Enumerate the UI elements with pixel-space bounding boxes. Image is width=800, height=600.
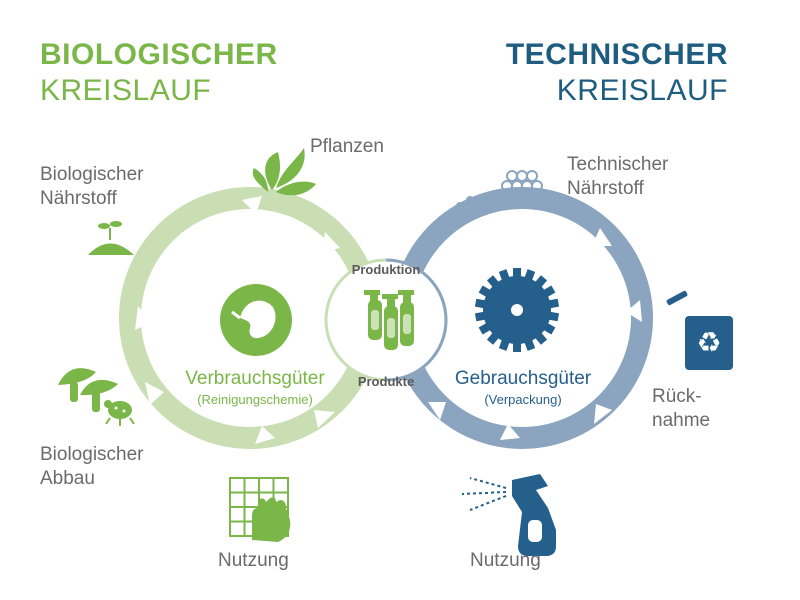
gear-tooth bbox=[486, 330, 501, 345]
beetle-icon bbox=[104, 400, 135, 426]
granules-icon bbox=[456, 170, 548, 210]
gear-tooth bbox=[540, 321, 556, 335]
bio-decomposition-label: Biologischer Abbau bbox=[40, 443, 144, 491]
gear-icon bbox=[474, 268, 560, 352]
gear-tooth bbox=[478, 285, 494, 299]
bio-title-line1: BIOLOGISCHER bbox=[40, 38, 278, 71]
tech-nutrient-line1: Technischer bbox=[567, 154, 669, 175]
bio-nutrient-line1: Biologischer bbox=[40, 164, 144, 185]
tech-nutrient-line2: Nährstoff bbox=[567, 178, 644, 199]
gear-tooth bbox=[498, 269, 511, 284]
bio-decomposition-line1: Biologischer bbox=[40, 444, 144, 465]
plants-label: Pflanzen bbox=[310, 136, 384, 157]
consumables-main: Verbrauchsgüter bbox=[185, 368, 325, 389]
consumables-sub: (Reinigungschemie) bbox=[197, 392, 313, 407]
gear-tooth bbox=[486, 275, 501, 290]
recycle-bin-icon: ♻ bbox=[666, 290, 733, 370]
leaf-circle-icon bbox=[220, 284, 292, 356]
hand-wipe-tiles-icon bbox=[229, 477, 291, 542]
mushroom-icon bbox=[58, 368, 118, 412]
gear-tooth bbox=[523, 336, 536, 351]
durables-main: Gebrauchsgüter bbox=[454, 368, 592, 389]
bio-nutrient-label: Biologischer Nährstoff bbox=[40, 163, 144, 211]
bio-nutrient-line2: Nährstoff bbox=[40, 188, 117, 209]
gear-tooth bbox=[513, 268, 521, 280]
bio-title-line2: KREISLAUF bbox=[40, 74, 212, 107]
products-label: Produkte bbox=[357, 374, 415, 389]
soil-sprout-icon bbox=[88, 221, 134, 255]
gear-tooth bbox=[474, 311, 489, 322]
durables-label: Gebrauchsgüter (Verpackung) bbox=[428, 368, 618, 407]
consumables-label: Verbrauchsgüter (Reinigungschemie) bbox=[160, 368, 350, 407]
tech-usage-label: Nutzung bbox=[470, 550, 541, 571]
spray-bottles-icon bbox=[364, 290, 414, 350]
gear-tooth bbox=[523, 269, 536, 284]
durables-sub: (Verpackung) bbox=[484, 392, 562, 407]
take-back-label: Rück- nahme bbox=[652, 385, 710, 433]
gear-tooth bbox=[474, 298, 489, 309]
gear-tooth bbox=[540, 285, 556, 299]
gear-tooth bbox=[478, 321, 494, 335]
take-back-line1: Rück- bbox=[652, 386, 702, 407]
tech-title-line1: TECHNISCHER bbox=[505, 38, 728, 71]
gear-tooth bbox=[533, 275, 548, 290]
spray-bottle-icon bbox=[461, 474, 556, 556]
bio-usage-label: Nutzung bbox=[218, 550, 289, 571]
gear-tooth bbox=[533, 330, 548, 345]
production-label: Produktion bbox=[351, 262, 421, 277]
gear-tooth bbox=[498, 336, 511, 351]
gear-tooth bbox=[513, 340, 521, 352]
gear-tooth bbox=[545, 311, 560, 322]
take-back-line2: nahme bbox=[652, 410, 711, 431]
gear-tooth bbox=[545, 298, 560, 309]
tech-nutrient-label: Technischer Nährstoff bbox=[567, 153, 668, 201]
bio-decomposition-line2: Abbau bbox=[40, 468, 95, 489]
svg-text:♻: ♻ bbox=[696, 326, 721, 359]
tech-title-line2: KREISLAUF bbox=[556, 74, 728, 107]
plant-leaves-icon bbox=[252, 148, 316, 196]
